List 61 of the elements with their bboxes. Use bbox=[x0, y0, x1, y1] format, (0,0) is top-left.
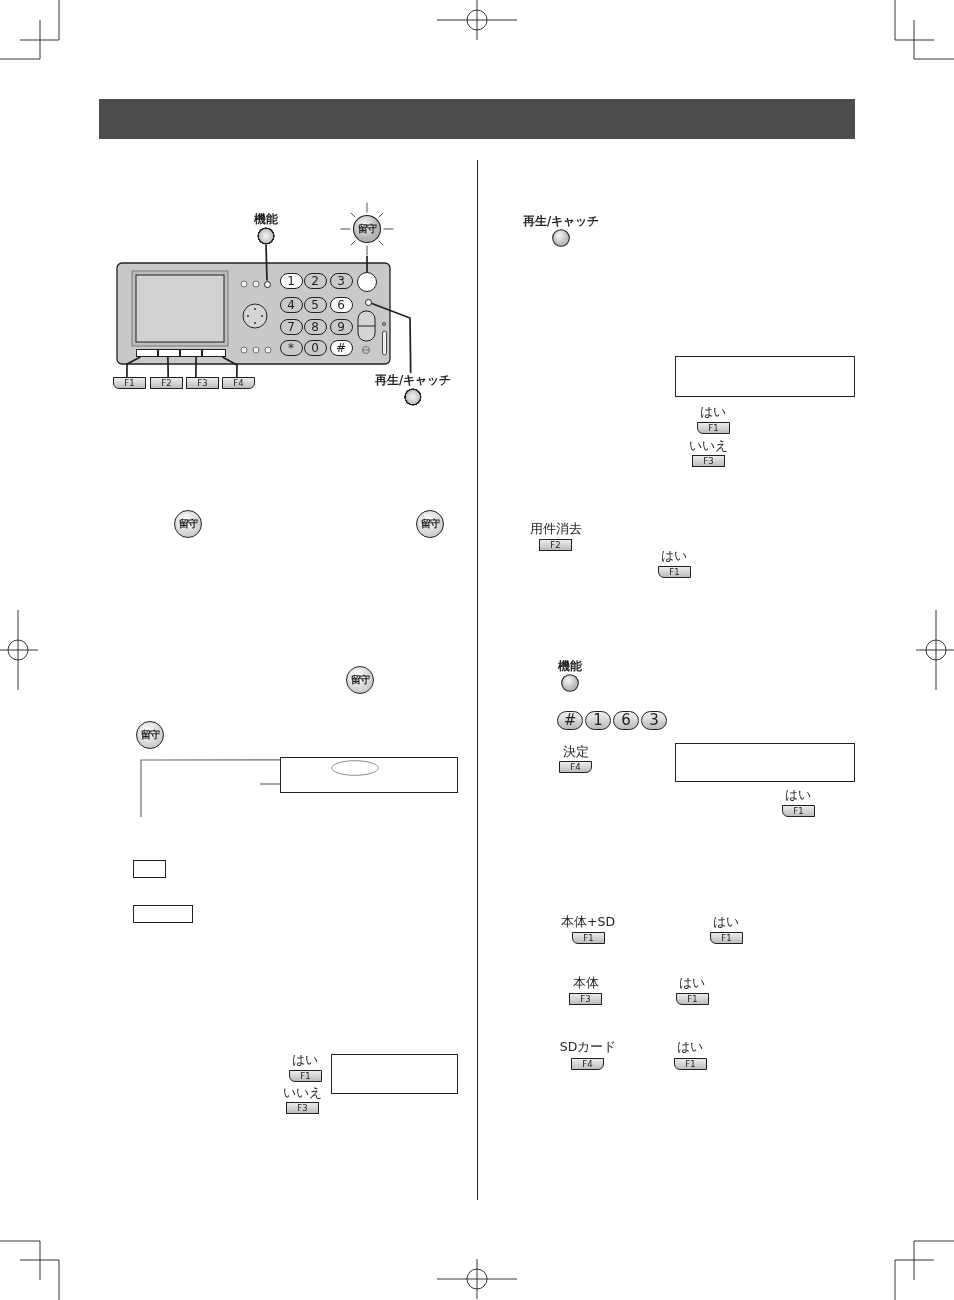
key-caption: いいえ bbox=[282, 1086, 322, 1100]
soft-key-segment bbox=[136, 349, 158, 357]
key-caption: はい bbox=[661, 549, 687, 563]
round-key: 留守 bbox=[136, 721, 164, 749]
round-button: 機能 bbox=[254, 212, 278, 245]
leader-line bbox=[259, 783, 281, 785]
soft-key-segment bbox=[202, 349, 226, 357]
leader-line bbox=[265, 244, 268, 282]
leader-line bbox=[370, 302, 412, 374]
leader-line bbox=[167, 356, 170, 378]
round-key: 留守 bbox=[346, 666, 374, 694]
key-caption: はい bbox=[679, 976, 705, 990]
key-caption: はい bbox=[700, 405, 726, 419]
key-caption: 本体 bbox=[573, 976, 599, 990]
key-caption: はい bbox=[677, 1040, 703, 1054]
function-key: F1 bbox=[113, 377, 146, 389]
function-key: F2 bbox=[150, 377, 183, 389]
key-caption: いいえ bbox=[688, 439, 728, 453]
leader-line bbox=[126, 356, 142, 378]
function-key: F1 bbox=[697, 422, 730, 434]
function-key: F4 bbox=[571, 1058, 604, 1070]
function-key: F2 bbox=[539, 539, 572, 551]
function-key: F4 bbox=[222, 377, 255, 389]
key-caption: 本体+SD bbox=[561, 915, 615, 929]
indicator-lamp bbox=[364, 298, 372, 306]
key-caption: 用件消去 bbox=[530, 522, 582, 536]
function-key: F1 bbox=[676, 993, 709, 1005]
glowing-button: 留守 bbox=[340, 202, 394, 256]
key-caption: はい bbox=[713, 915, 739, 929]
function-key: F1 bbox=[674, 1058, 707, 1070]
leader-line bbox=[140, 759, 281, 818]
key-caption: はい bbox=[292, 1053, 318, 1067]
key-caption: はい bbox=[785, 788, 811, 802]
function-key: F1 bbox=[289, 1070, 322, 1082]
keypad-key: 6 bbox=[613, 710, 639, 730]
round-key: 留守 bbox=[174, 510, 202, 538]
round-key: 留守 bbox=[416, 510, 444, 538]
leader-line bbox=[195, 356, 197, 378]
button-caption: 再生/キャッチ bbox=[522, 214, 600, 228]
function-key: F3 bbox=[186, 377, 219, 389]
function-key: F3 bbox=[569, 993, 602, 1005]
keypad-key: 1 bbox=[585, 710, 611, 730]
function-key: F1 bbox=[782, 805, 815, 817]
function-key: F1 bbox=[572, 932, 605, 944]
keypad-key: 3 bbox=[641, 710, 667, 730]
leader-line bbox=[221, 356, 238, 378]
keypad-key: # bbox=[557, 710, 583, 730]
leader-line bbox=[366, 255, 368, 273]
key-caption: SDカード bbox=[559, 1040, 617, 1054]
soft-key-segment bbox=[180, 349, 202, 357]
function-key: F3 bbox=[286, 1102, 319, 1114]
function-key: F4 bbox=[559, 761, 592, 773]
indicator-lamp bbox=[263, 280, 271, 288]
display-frame bbox=[280, 757, 458, 793]
soft-key-segment bbox=[158, 349, 180, 357]
key-caption: 決定 bbox=[563, 745, 589, 759]
function-key: F3 bbox=[692, 455, 725, 467]
function-key: F1 bbox=[710, 932, 743, 944]
round-button: 再生/キャッチ bbox=[374, 373, 452, 406]
function-key: F1 bbox=[658, 566, 691, 578]
button-caption: 機能 bbox=[558, 659, 582, 673]
